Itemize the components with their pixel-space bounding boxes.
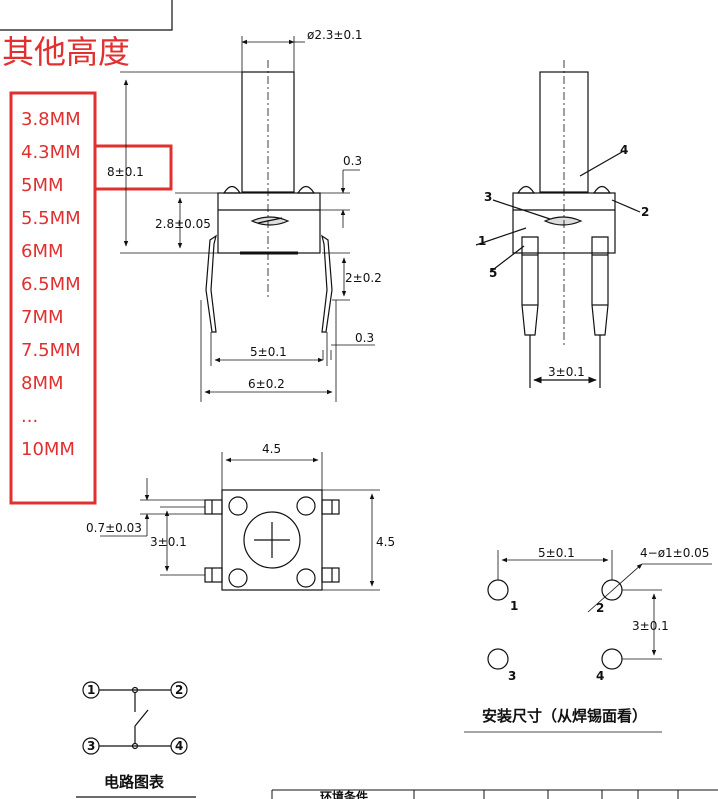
dim-height: 8±0.1 [107, 165, 144, 179]
height-option: ... [21, 406, 38, 427]
dim-leg: 2±0.2 [345, 271, 382, 285]
footprint-dims [464, 550, 712, 733]
exploded-dim-pin-spacing: 3±0.1 [548, 365, 585, 379]
part-label-4: 4 [620, 143, 628, 157]
side-view [205, 60, 333, 333]
dim-pin-spacing: 5±0.1 [250, 345, 287, 359]
circuit-node-1: 1 [87, 683, 95, 697]
height-option: 4.3MM [21, 142, 81, 163]
heights-list-box [9, 91, 97, 505]
footprint-dim-h: 5±0.1 [538, 546, 575, 560]
circuit-diagram [76, 681, 196, 798]
height-highlight-box [93, 144, 173, 191]
part-label-1: 1 [478, 234, 486, 248]
footprint-pad-3: 3 [508, 669, 516, 683]
circuit-caption: 电路图表 [104, 773, 165, 791]
height-option: 5.5MM [21, 208, 81, 229]
footprint-view [487, 579, 623, 670]
dim-pin-thick: 0.3 [355, 331, 374, 345]
height-option: 10MM [21, 439, 75, 460]
heights-list: 3.8MM 4.3MM 5MM 5.5MM 6MM 6.5MM 7MM 7.5MM 8MM...… [21, 109, 81, 460]
top-dim-pin-width: 0.7±0.03 [86, 521, 142, 535]
circuit-node-4: 4 [175, 739, 183, 753]
footprint-dim-hole: 4−ø1±0.05 [640, 546, 709, 560]
footprint-dim-v: 3±0.1 [632, 619, 669, 633]
side-view-dims [120, 36, 375, 402]
height-option: 5MM [21, 175, 64, 196]
dim-total-width: 6±0.2 [248, 377, 285, 391]
dim-top-width: ø2.3±0.1 [307, 28, 363, 42]
top-view [204, 489, 340, 591]
height-option: 3.8MM [21, 109, 81, 130]
table-header: 环境条件 [320, 789, 368, 799]
footprint-pad-4: 4 [596, 669, 604, 683]
height-option: 8MM [21, 373, 64, 394]
heights-panel: 其他高度 3.8MM 4.3MM 5MM 5.5MM 6MM 6.5MM 7MM 7.5MM 8… [2, 33, 130, 505]
height-option: 6.5MM [21, 274, 81, 295]
circuit-node-2: 2 [175, 683, 183, 697]
exploded-view [475, 60, 641, 388]
part-label-3: 3 [484, 190, 492, 204]
dim-gap-top: 0.3 [343, 154, 362, 168]
footprint-pad-2: 2 [596, 601, 604, 615]
top-dim-height: 4.5 [376, 535, 395, 549]
bottom-table [271, 789, 718, 799]
top-dim-width: 4.5 [262, 442, 281, 456]
footprint-pad-1: 1 [510, 599, 518, 613]
part-label-5: 5 [489, 266, 497, 280]
top-view-dims [100, 452, 380, 591]
dim-body: 2.8±0.05 [155, 217, 211, 231]
circuit-node-3: 3 [87, 739, 95, 753]
footprint-caption: 安装尺寸（从焊锡面看） [482, 707, 647, 725]
part-label-2: 2 [641, 205, 649, 219]
top-dim-pin-spacing: 3±0.1 [150, 535, 187, 549]
height-option: 6MM [21, 241, 64, 262]
height-option: 7.5MM [21, 340, 81, 361]
height-option: 7MM [21, 307, 64, 328]
heights-title: 其他高度 [2, 33, 130, 71]
frame-corner [0, 0, 173, 31]
